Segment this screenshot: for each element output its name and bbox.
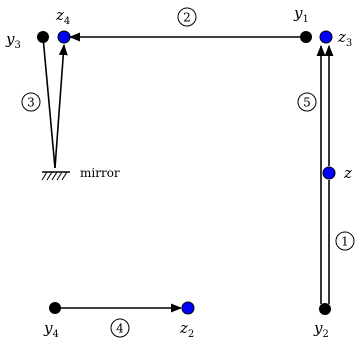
svg-text:1: 1 bbox=[341, 235, 349, 249]
label-y1: y1 bbox=[293, 4, 309, 25]
edge-mirror-z4 bbox=[54, 43, 68, 169]
node-y4 bbox=[49, 302, 61, 314]
step-1-marker: 1 bbox=[335, 231, 355, 251]
step-5-marker: 5 bbox=[297, 92, 317, 112]
label-z4: z4 bbox=[55, 6, 70, 27]
svg-text:4: 4 bbox=[116, 322, 124, 336]
label-y2: y2 bbox=[313, 319, 329, 340]
step-4-marker: 4 bbox=[110, 318, 130, 338]
label-z1: z bbox=[343, 164, 352, 182]
node-y2 bbox=[319, 303, 331, 315]
label-y4: y4 bbox=[43, 319, 59, 340]
node-y3 bbox=[37, 31, 49, 43]
svg-text:3: 3 bbox=[27, 96, 35, 110]
label-z3: z3 bbox=[337, 28, 352, 49]
svg-text:5: 5 bbox=[303, 96, 311, 110]
node-z3 bbox=[319, 30, 333, 44]
label-z2: z2 bbox=[179, 319, 194, 340]
node-z4 bbox=[57, 30, 71, 44]
node-z2 bbox=[181, 301, 195, 315]
label-y3: y3 bbox=[5, 30, 21, 51]
mirror-symbol bbox=[41, 171, 70, 181]
edge-y3-mirror bbox=[42, 36, 56, 169]
step-2-marker: 2 bbox=[177, 7, 197, 27]
svg-text:2: 2 bbox=[183, 11, 191, 25]
node-z1 bbox=[322, 166, 336, 180]
mirror-label: mirror bbox=[80, 166, 120, 180]
step-3-marker: 3 bbox=[21, 92, 41, 112]
node-y1 bbox=[300, 31, 312, 43]
